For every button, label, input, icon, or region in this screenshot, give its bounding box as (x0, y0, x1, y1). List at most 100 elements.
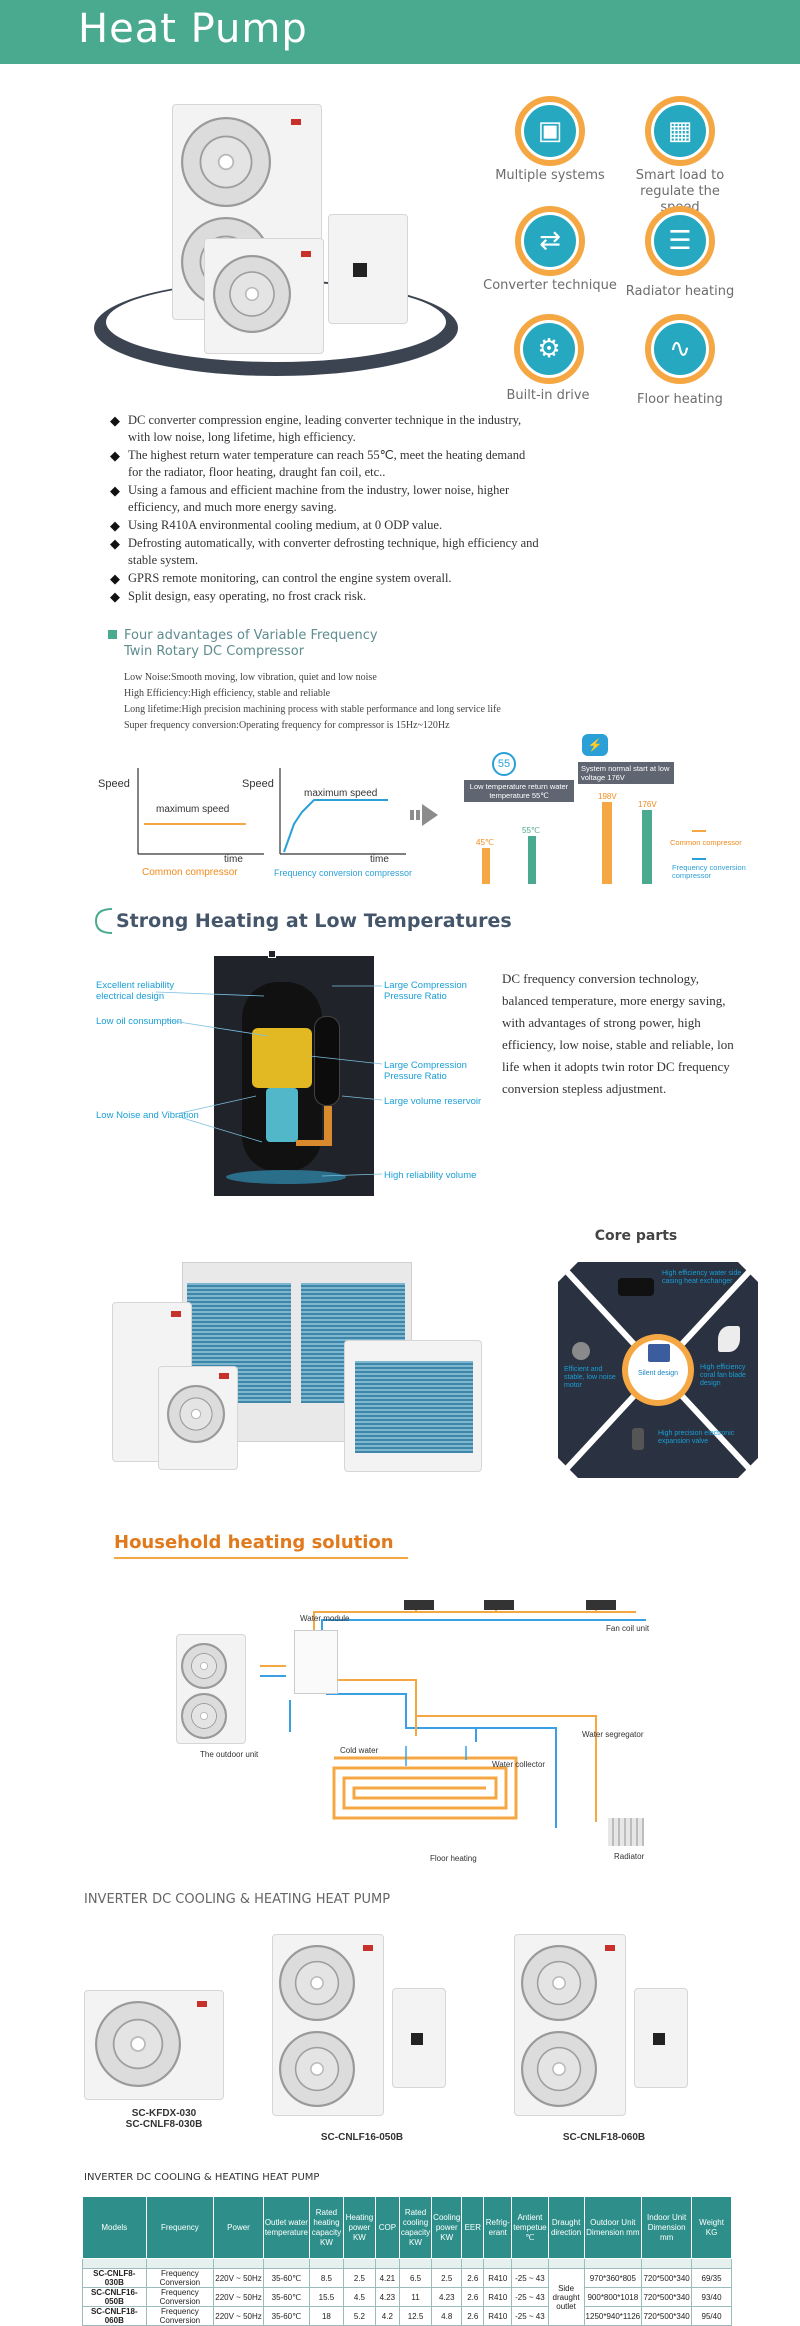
table-cell: 220V ~ 50Hz (213, 2306, 264, 2326)
speed-chart-common: Speed maximum speed time Common compress… (96, 762, 264, 882)
table-cell: Frequency Conversion (145, 2268, 215, 2288)
product-model-label: SC-KFDX-030 SC-CNLF8-030B (94, 2108, 234, 2130)
product-item: SC-KFDX-030 SC-CNLF8-030B (84, 1990, 234, 2130)
fan-coil-icon (586, 1600, 616, 1610)
control-panel-icon: ▦ (645, 96, 715, 166)
low-temp-info-box: Low temperature return water temperature… (464, 780, 574, 802)
bar-value-label: 55℃ (522, 826, 540, 835)
table-cell: R410 (483, 2306, 513, 2326)
callout-label: Excellent reliability electrical design (96, 980, 175, 1002)
advantage-item: Low Noise:Smooth moving, low vibration, … (124, 672, 377, 683)
table-cell: 720*500*340 (641, 2268, 693, 2288)
table-spacer-row (82, 2258, 732, 2269)
callout-label: Large Compression Pressure Ratio (384, 980, 467, 1002)
core-parts-title: Core parts (594, 1228, 678, 1244)
start-info-box: System normal start at low voltage 176V (578, 762, 674, 784)
temperature-badge-icon: 55 (492, 752, 516, 776)
column-header: Rated heating capacity KW (308, 2196, 344, 2259)
core-center-label: Silent design (637, 1370, 679, 1377)
frequency-speed-graph (279, 768, 406, 855)
voltage-badge-icon: ⚡ (582, 734, 608, 756)
table-cell: -25 ~ 43 (511, 2268, 549, 2288)
bar-frequency-temp (528, 836, 536, 884)
brand-badge (291, 119, 301, 125)
column-header: EER (461, 2196, 485, 2259)
speed-chart-frequency: Speed maximum speed time Frequency conve… (240, 762, 420, 882)
diagram-label: Cold water (340, 1746, 379, 1755)
household-heading: Household heating solution (114, 1532, 414, 1559)
fan-icon (95, 2001, 181, 2087)
product-item: SC-CNLF18-060B (514, 1934, 694, 2144)
outdoor-unit-front (158, 1366, 238, 1470)
column-header: Refrig-erant (483, 2196, 513, 2259)
callout-label: Large volume reservoir (384, 1096, 482, 1107)
compressor-shaft (266, 1088, 298, 1142)
heat-exchanger-icon (618, 1278, 654, 1296)
table-header-row: Models Frequency Power Outlet water temp… (82, 2196, 732, 2259)
radiator-icon (608, 1818, 644, 1846)
bracket-icon (94, 908, 113, 934)
temp-compare-chart: 55 Low temperature return water temperat… (456, 734, 786, 894)
table-cell: Frequency Conversion (145, 2287, 215, 2307)
fan-coil-icon (484, 1600, 514, 1610)
frequency-compressor-caption: Frequency conversion compressor (274, 868, 413, 878)
table-row: SC-CNLF8-030B Frequency Conversion 220V … (82, 2268, 732, 2326)
time-axis-label: time (224, 854, 243, 865)
diagram-label: Water segregator (582, 1730, 644, 1739)
max-speed-label: maximum speed (156, 804, 230, 815)
expansion-valve-icon (632, 1428, 644, 1450)
spec-table-wrapper: Models Frequency Power Outlet water temp… (82, 2196, 732, 2326)
fan-icon (279, 1945, 355, 2021)
copper-pipe (324, 1106, 332, 1146)
top-marker (268, 950, 276, 958)
feature-label: Built-in drive (506, 388, 590, 403)
bullet-item: The highest return water temperature can… (110, 447, 540, 481)
column-header: COP (374, 2196, 400, 2259)
converter-arrows-icon: ⇄ (515, 206, 585, 276)
table-cell: 220V ~ 50Hz (213, 2287, 264, 2307)
table-cell: 69/35 (691, 2268, 732, 2288)
table-cell: R410 (483, 2287, 513, 2307)
spec-table-title: INVERTER DC COOLING & HEATING HEAT PUMP (84, 2172, 320, 2183)
advantages-list: Low Noise:Smooth moving, low vibration, … (108, 670, 608, 734)
fan-icon (181, 117, 271, 207)
section-marker (108, 630, 117, 639)
table-cell: 11 (398, 2287, 433, 2307)
column-header: Power (213, 2196, 264, 2259)
legend-freq-swatch (692, 858, 706, 860)
advantages-title-line: Twin Rotary DC Compressor (124, 644, 305, 659)
model-name: SC-CNLF8-030B (125, 2119, 203, 2130)
core-part-label: High precision electronic expansion valv… (658, 1430, 735, 1445)
coil-grille (355, 1361, 473, 1453)
motor-icon (572, 1342, 590, 1360)
heat-waves-icon: ∿ (645, 314, 715, 384)
arrow-right-icon (410, 804, 438, 826)
feature-converter-technique: ⇄ Converter technique (470, 206, 630, 294)
hero-product-image (86, 96, 486, 396)
table-cell: 220V ~ 50Hz (213, 2268, 264, 2288)
advantage-item: Long lifetime:High precision machining p… (124, 704, 501, 715)
product-group-image (112, 1262, 482, 1472)
column-header: Heating power KW (342, 2196, 376, 2259)
callout-label: Low Noise and Vibration (96, 1110, 199, 1121)
feature-multiple-systems: ▣ Multiple systems (480, 96, 620, 184)
brand-badge (301, 251, 311, 257)
table-cell: SC-CNLF8-030B (82, 2268, 147, 2288)
callout-label: Large Compression Pressure Ratio (384, 1060, 467, 1082)
display-panel (353, 263, 367, 277)
table-cell: 4.23 (374, 2287, 400, 2307)
table-cell: 2.6 (461, 2287, 485, 2307)
diagram-label: Floor heating (430, 1854, 477, 1863)
bar-value-label: 176V (638, 800, 657, 809)
table-cell: 720*500*340 (641, 2287, 693, 2307)
speed-axis-label: Speed (98, 778, 130, 790)
column-header: Weight KG (691, 2196, 732, 2259)
table-cell: 35-60℃ (262, 2268, 310, 2288)
column-header: Outlet water temperature (262, 2196, 310, 2259)
outdoor-unit-small (204, 238, 324, 354)
brand-badge (197, 2001, 207, 2007)
page-title: Heat Pump (78, 6, 308, 52)
table-cell: 2.6 (461, 2306, 485, 2326)
diagram-label: The outdoor unit (200, 1750, 259, 1759)
page-header: Heat Pump (0, 0, 800, 64)
